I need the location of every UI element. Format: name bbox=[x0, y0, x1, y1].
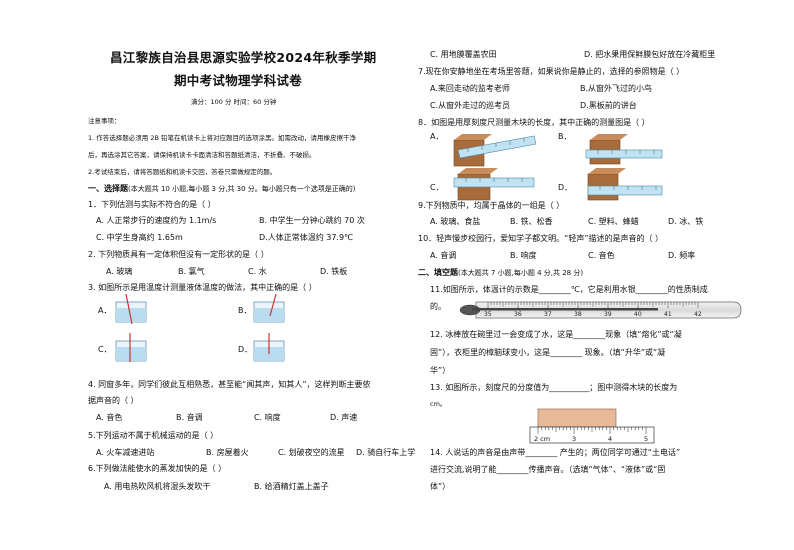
q5-option-a: A. 火车减速进站 bbox=[96, 448, 155, 457]
thermometer-tick-label: 35 bbox=[484, 311, 492, 318]
q9-option-a: A. 玻璃、食盐 bbox=[430, 217, 481, 226]
section-2-heading: 二、填空题(本大题共 7 小题,每小题 4 分,共 28 分) bbox=[418, 268, 583, 278]
q7-option-d: D.黑板前的讲台 bbox=[580, 101, 637, 110]
q9-option-d: D. 冰、铁 bbox=[668, 217, 704, 226]
thermometer-tick-label: 41 bbox=[664, 311, 672, 318]
q1-option-b: B. 中学生一分钟心跳约 70 次 bbox=[259, 216, 365, 225]
section-2-title: 二、填空题 bbox=[418, 268, 458, 277]
q6-option-c: C. 用地膜覆盖农田 bbox=[430, 50, 497, 59]
thermometer-tick-label: 37 bbox=[544, 311, 552, 318]
q2-option-b: B. 氯气 bbox=[178, 267, 205, 276]
beaker-figure-d bbox=[253, 333, 285, 362]
q2-option-a: A. 玻璃 bbox=[106, 267, 133, 276]
exam-meta: 满分：100 分 时间：60 分钟 bbox=[191, 98, 277, 106]
section-2-note: (本大题共 7 小题,每小题 4 分,共 28 分) bbox=[458, 269, 584, 277]
q10-option-c: C. 音色 bbox=[588, 251, 615, 260]
note-1a: 1. 作答选择题必须用 2B 铅笔在机读卡上将对应题目的选项涂黑。如需改动，请用… bbox=[88, 134, 356, 142]
q12-line-3: 华”） bbox=[430, 366, 451, 375]
q12-line-2: 固”），衣柜里的樟脑球变小，这是________ 现象。（填“升华”或“凝 bbox=[430, 348, 666, 357]
q2-option-d: D. 铁板 bbox=[320, 267, 348, 276]
q6-option-d: D. 把水果用保鲜膜包好放在冷藏柜里 bbox=[584, 50, 716, 59]
q13-line-1: 13. 如图所示，刻度尺的分度值为__________；图中测得木块的长度为 bbox=[430, 383, 678, 392]
q10-option-d: D. 频率 bbox=[668, 251, 696, 260]
q10: 10．轻声慢步校园行，爱知学子都文明。“轻声”描述的是声音的（ ） bbox=[418, 234, 664, 243]
q4-option-c: C. 响度 bbox=[254, 413, 281, 422]
beaker-figure-b bbox=[253, 294, 285, 323]
q3-option-d: D． bbox=[238, 345, 253, 354]
q9-option-c: C. 塑料、蜂蜡 bbox=[588, 217, 639, 226]
q2-option-c: C. 水 bbox=[248, 267, 267, 276]
beaker-figure-a bbox=[115, 294, 147, 324]
q6-option-b: B. 给酒精灯盖上盖子 bbox=[254, 482, 329, 491]
q5-option-b: B. 房屋着火 bbox=[206, 448, 249, 457]
q3-option-b: B． bbox=[238, 306, 252, 315]
ruler-figure-d bbox=[587, 168, 663, 201]
q4-option-d: D. 声速 bbox=[330, 413, 358, 422]
q8-option-a: A． bbox=[430, 132, 444, 141]
length-ruler-figure: 2 cm 3 4 5 bbox=[529, 408, 655, 444]
q1-option-d: D.人体正常体温约 37.9℃ bbox=[259, 233, 354, 242]
q14-line-2: 进行交流,说明了能________传播声音。（选填“气体”、“液体”或“固 bbox=[430, 465, 666, 474]
q4-option-a: A. 音色 bbox=[96, 413, 123, 422]
q5-option-c: C. 划破夜空的流星 bbox=[278, 448, 345, 457]
q8-option-b: B． bbox=[558, 132, 572, 141]
ruler-tick-label: 5 bbox=[644, 435, 648, 443]
q8-option-d: D． bbox=[558, 183, 573, 192]
q4-line-2: 据声音的（ ） bbox=[88, 396, 139, 405]
q4-option-b: B. 音调 bbox=[176, 413, 203, 422]
ruler-figure-c bbox=[453, 168, 535, 201]
q1: 1．下列估测与实际不符合的是（ ） bbox=[88, 200, 216, 209]
q14-line-1: 14. 人说话的声音是由声带________ 产生的；两位同学可通过“土电话” bbox=[430, 448, 681, 457]
q5-option-d: D. 骑自行车上学 bbox=[356, 448, 416, 457]
note-1b: 后，再选涂其它答案，请保持机读卡卡面清洁和答题纸清洁，不折叠、不破损。 bbox=[88, 151, 316, 159]
q1-option-c: C. 中学生身高约 1.65m bbox=[96, 233, 183, 242]
section-1-title: 一、选择题 bbox=[88, 184, 128, 193]
thermometer-tick-label: 38 bbox=[574, 311, 582, 318]
q3-option-c: C． bbox=[98, 345, 112, 354]
ruler-figure-b bbox=[585, 134, 663, 165]
title-line-2: 期中考试物理学科试卷 bbox=[174, 73, 303, 88]
q7-option-c: C.从窗外走过的巡考员 bbox=[430, 101, 511, 110]
q14-line-3: 体”） bbox=[430, 482, 451, 491]
q13-line-2: cm。 bbox=[430, 400, 447, 408]
notes-heading: 注意事项： bbox=[88, 117, 121, 125]
q1-option-a: A. 人正常步行的速度约为 1.1m/s bbox=[96, 216, 217, 225]
q9: 9.下列物质中，均属于晶体的一组是（ ） bbox=[418, 201, 565, 210]
ruler-tick-label: 2 cm bbox=[534, 435, 550, 443]
q11-line-2: 的。 bbox=[430, 302, 446, 311]
q11-line-1: 11.如图所示，体温计的示数是________℃，它是利用水银________的… bbox=[430, 285, 708, 294]
thermometer-tick-label: 36 bbox=[514, 311, 522, 318]
section-1-heading: 一、选择题(本大题共 10 小题,每小题 3 分,共 30 分。每小题只有一个选… bbox=[88, 184, 356, 194]
q6-option-a: A. 用电热吹风机将湿头发吹干 bbox=[104, 482, 211, 491]
q8: 8．如图是用厚刻度尺测量木块的长度，其中正确的测量图是（ ） bbox=[418, 118, 650, 127]
ruler-tick-label: 3 bbox=[572, 435, 576, 443]
title-line-1: 昌江黎族自治县思源实验学校2024年秋季学期 bbox=[110, 50, 377, 65]
q3-option-a: A． bbox=[98, 306, 112, 315]
thermometer-tick-label: 39 bbox=[604, 311, 612, 318]
q6: 6.下列做法能使水的蒸发加快的是（ ） bbox=[88, 464, 227, 473]
q2: 2. 下列物质具有一定体积但没有一定形状的是（ ） bbox=[88, 250, 269, 259]
thermometer-tick-label: 40 bbox=[634, 311, 642, 318]
q3: 3. 如图所示是用温度计测量液体温度的做法，其中正确的是（ ） bbox=[88, 283, 317, 292]
section-1-note: (本大题共 10 小题,每小题 3 分,共 30 分。每小题只有一个选项是正确的… bbox=[128, 185, 356, 193]
q7: 7.现在你安静地坐在考场里答题，如果说你是静止的，选择的参照物是（ ） bbox=[418, 67, 685, 76]
q7-option-a: A.来回走动的监考老师 bbox=[430, 84, 510, 93]
q4-line-1: 4. 同窗多年，同学们彼此互相熟悉，甚至能“闻其声，知其人”，这样判断主要依 bbox=[88, 380, 371, 389]
q5: 5.下列运动不属于机械运动的是（ ） bbox=[88, 431, 219, 440]
q8-option-c: C． bbox=[430, 183, 444, 192]
q10-option-a: A. 音调 bbox=[430, 251, 457, 260]
ruler-figure-a bbox=[453, 134, 537, 167]
q12-line-1: 12. 冰棒放在碗里过一会变成了水，这是________现象（填“熔化”或“凝 bbox=[430, 330, 682, 339]
clinical-thermometer: 35 36 37 38 39 40 41 42 bbox=[459, 301, 742, 319]
q10-option-b: B. 响度 bbox=[510, 251, 537, 260]
note-2: 2.考试结束后，请将答题纸和机读卡交回，答卷只需做规定的题。 bbox=[88, 168, 277, 176]
thermometer-tick-label: 42 bbox=[694, 311, 702, 318]
ruler-tick-label: 4 bbox=[608, 435, 612, 443]
q7-option-b: B.从窗外飞过的小鸟 bbox=[580, 84, 653, 93]
beaker-figure-c bbox=[115, 333, 147, 362]
q9-option-b: B. 铁、松香 bbox=[510, 217, 553, 226]
